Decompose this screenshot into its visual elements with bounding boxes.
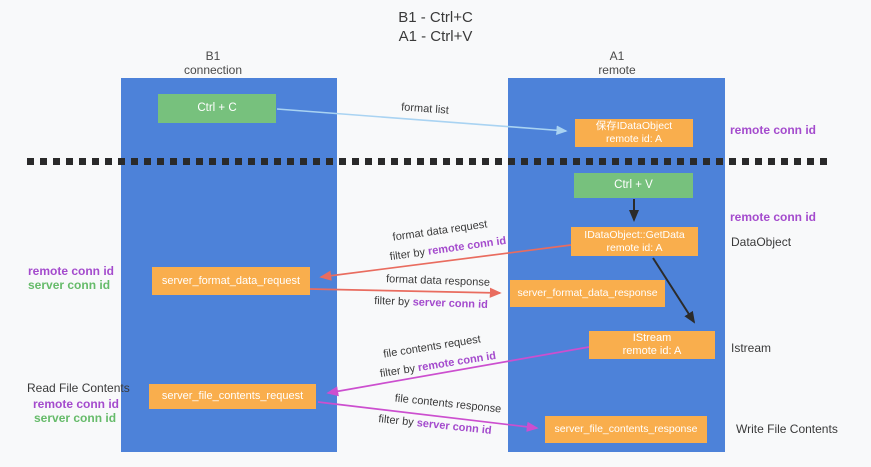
idataobject-getdata-box: IDataObject::GetData remote id: A [571, 227, 698, 256]
save-idataobject-line1: 保存IDataObject [595, 120, 673, 132]
column-header-b1: B1 connection [153, 49, 273, 77]
format-data-response-label: format data response [385, 273, 491, 289]
istream-box: IStream remote id: A [589, 331, 715, 359]
ctrl-v-label: Ctrl + V [614, 179, 653, 191]
getdata-line2: remote id: A [606, 241, 663, 254]
write-file-contents-label: Write File Contents [736, 422, 838, 436]
dashed-separator-line [27, 158, 833, 165]
column-b1-name: B1 [205, 49, 221, 63]
dataobject-label: DataObject [731, 235, 792, 249]
file-contents-response-label: file contents response [394, 392, 502, 416]
save-idataobject-box: 保存IDataObject remote id: A [575, 119, 693, 147]
right-remote-conn-id-label-top: remote conn id [730, 123, 817, 137]
filter-by-text: filter by [379, 362, 417, 381]
server-format-data-request-label: server_format_data_request [161, 274, 301, 287]
server-file-contents-response-label: server_file_contents_response [554, 423, 698, 435]
server-file-contents-request-box: server_file_contents_request [149, 384, 316, 409]
server-file-contents-response-box: server_file_contents_response [545, 416, 707, 443]
left-remote-conn-id-label-2: remote conn id [33, 397, 120, 411]
server-conn-id-text: server conn id [412, 296, 489, 311]
filter-by-text: filter by [373, 295, 410, 309]
column-header-a1: A1 remote [557, 49, 677, 77]
left-remote-conn-id-label: remote conn id [28, 264, 115, 278]
ctrl-c-label: Ctrl + C [197, 102, 237, 114]
right-remote-conn-id-label-mid: remote conn id [730, 210, 817, 224]
istream-line2: remote id: A [622, 345, 682, 357]
filter-by-text: filter by [389, 246, 426, 264]
save-idataobject-line2: remote id: A [605, 133, 663, 145]
title-line-1: B1 - Ctrl+C [398, 9, 473, 26]
column-b1-subtitle: connection [183, 63, 243, 77]
filter-by-server-conn-id-label-2: filter by server conn id [378, 413, 492, 437]
diagram-title: B1 - Ctrl+C A1 - Ctrl+V [0, 8, 871, 46]
getdata-line1: IDataObject::GetData [584, 228, 685, 241]
server-file-contents-request-label: server_file_contents_request [161, 390, 304, 402]
title-line-2: A1 - Ctrl+V [398, 28, 473, 45]
server-format-data-response-box: server_format_data_response [510, 280, 665, 307]
left-server-conn-id-label: server conn id [28, 278, 111, 292]
server-conn-id-text: server conn id [416, 417, 493, 437]
filter-by-server-conn-id-label-1: filter by server conn id [374, 295, 488, 311]
istream-line1: IStream [632, 332, 672, 344]
istream-side-label: Istream [731, 341, 772, 355]
filter-by-text: filter by [377, 413, 415, 429]
format-list-label: format list [400, 101, 450, 117]
server-format-data-request-box: server_format_data_request [152, 267, 310, 295]
read-file-contents-label: Read File Contents [27, 381, 130, 395]
column-a1-name: A1 [609, 49, 625, 63]
format-data-response-arrow [309, 287, 502, 298]
column-a1-subtitle: remote [598, 63, 636, 77]
remote-conn-id-text: remote conn id [427, 234, 507, 258]
server-format-data-response-label: server_format_data_response [517, 287, 658, 299]
ctrl-v-box: Ctrl + V [574, 173, 693, 198]
ctrl-c-box: Ctrl + C [158, 94, 276, 123]
left-server-conn-id-label-2: server conn id [34, 411, 117, 425]
